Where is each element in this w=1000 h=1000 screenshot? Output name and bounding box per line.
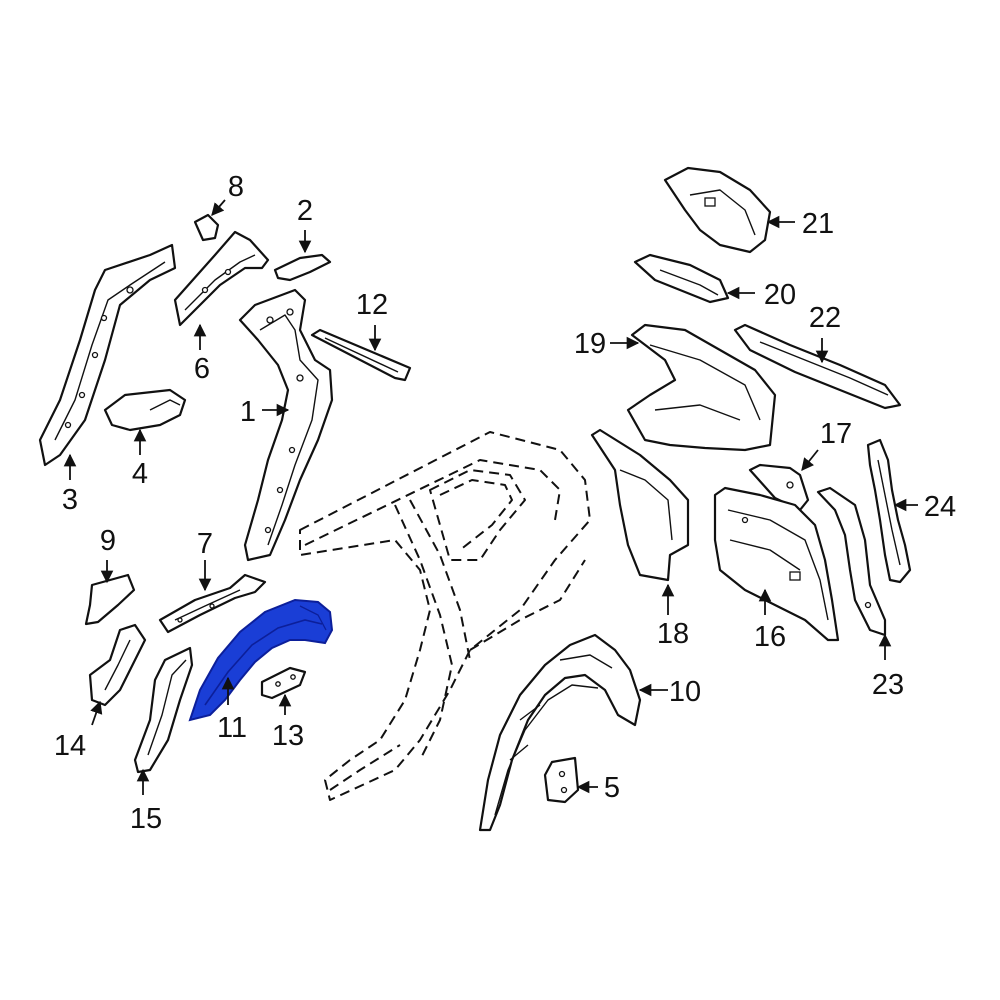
callout-8: 8 xyxy=(228,171,244,203)
part-13 xyxy=(260,666,307,700)
part-18 xyxy=(590,428,690,582)
callout-6: 6 xyxy=(194,353,210,385)
part-1 xyxy=(238,288,334,562)
callout-23: 23 xyxy=(872,669,904,701)
part-4 xyxy=(103,388,187,432)
part-7 xyxy=(158,573,267,634)
part-19 xyxy=(626,323,777,452)
part-15 xyxy=(133,646,194,774)
callout-9: 9 xyxy=(100,525,116,557)
callout-19: 19 xyxy=(574,328,606,360)
callout-10: 10 xyxy=(669,676,701,708)
callout-3: 3 xyxy=(62,484,78,516)
part-24 xyxy=(866,438,912,584)
callout-labels: 8 2 12 6 1 4 3 9 7 11 13 14 15 10 5 21 2… xyxy=(54,171,956,835)
part-20 xyxy=(633,253,730,304)
part-8 xyxy=(193,213,220,242)
callout-11: 11 xyxy=(217,712,247,744)
part-10 xyxy=(478,633,642,832)
callout-7: 7 xyxy=(197,528,213,560)
callout-24: 24 xyxy=(924,491,956,523)
callout-18: 18 xyxy=(657,618,689,650)
part-2 xyxy=(273,253,332,282)
callout-12: 12 xyxy=(356,289,388,321)
vehicle-body-outline xyxy=(299,431,591,801)
callout-14: 14 xyxy=(54,730,86,762)
callout-5: 5 xyxy=(604,772,620,804)
part-21 xyxy=(663,166,772,254)
part-11 xyxy=(188,598,334,722)
callout-15: 15 xyxy=(130,803,162,835)
callout-20: 20 xyxy=(764,279,796,311)
callout-4: 4 xyxy=(132,458,148,490)
callout-17: 17 xyxy=(820,418,852,450)
callout-2: 2 xyxy=(297,195,313,227)
callout-21: 21 xyxy=(802,208,834,240)
part-12 xyxy=(310,328,412,382)
part-16 xyxy=(713,486,840,642)
part-22 xyxy=(733,323,902,410)
part-11-highlight xyxy=(188,598,334,722)
part-6 xyxy=(173,230,270,327)
part-14 xyxy=(88,623,147,707)
part-9 xyxy=(84,573,136,626)
part-5 xyxy=(543,756,580,804)
callout-13: 13 xyxy=(272,720,304,752)
callout-16: 16 xyxy=(754,621,786,653)
callout-1: 1 xyxy=(240,396,256,428)
part-3 xyxy=(38,243,177,467)
leader-arrows xyxy=(63,199,918,795)
callout-22: 22 xyxy=(809,302,841,334)
